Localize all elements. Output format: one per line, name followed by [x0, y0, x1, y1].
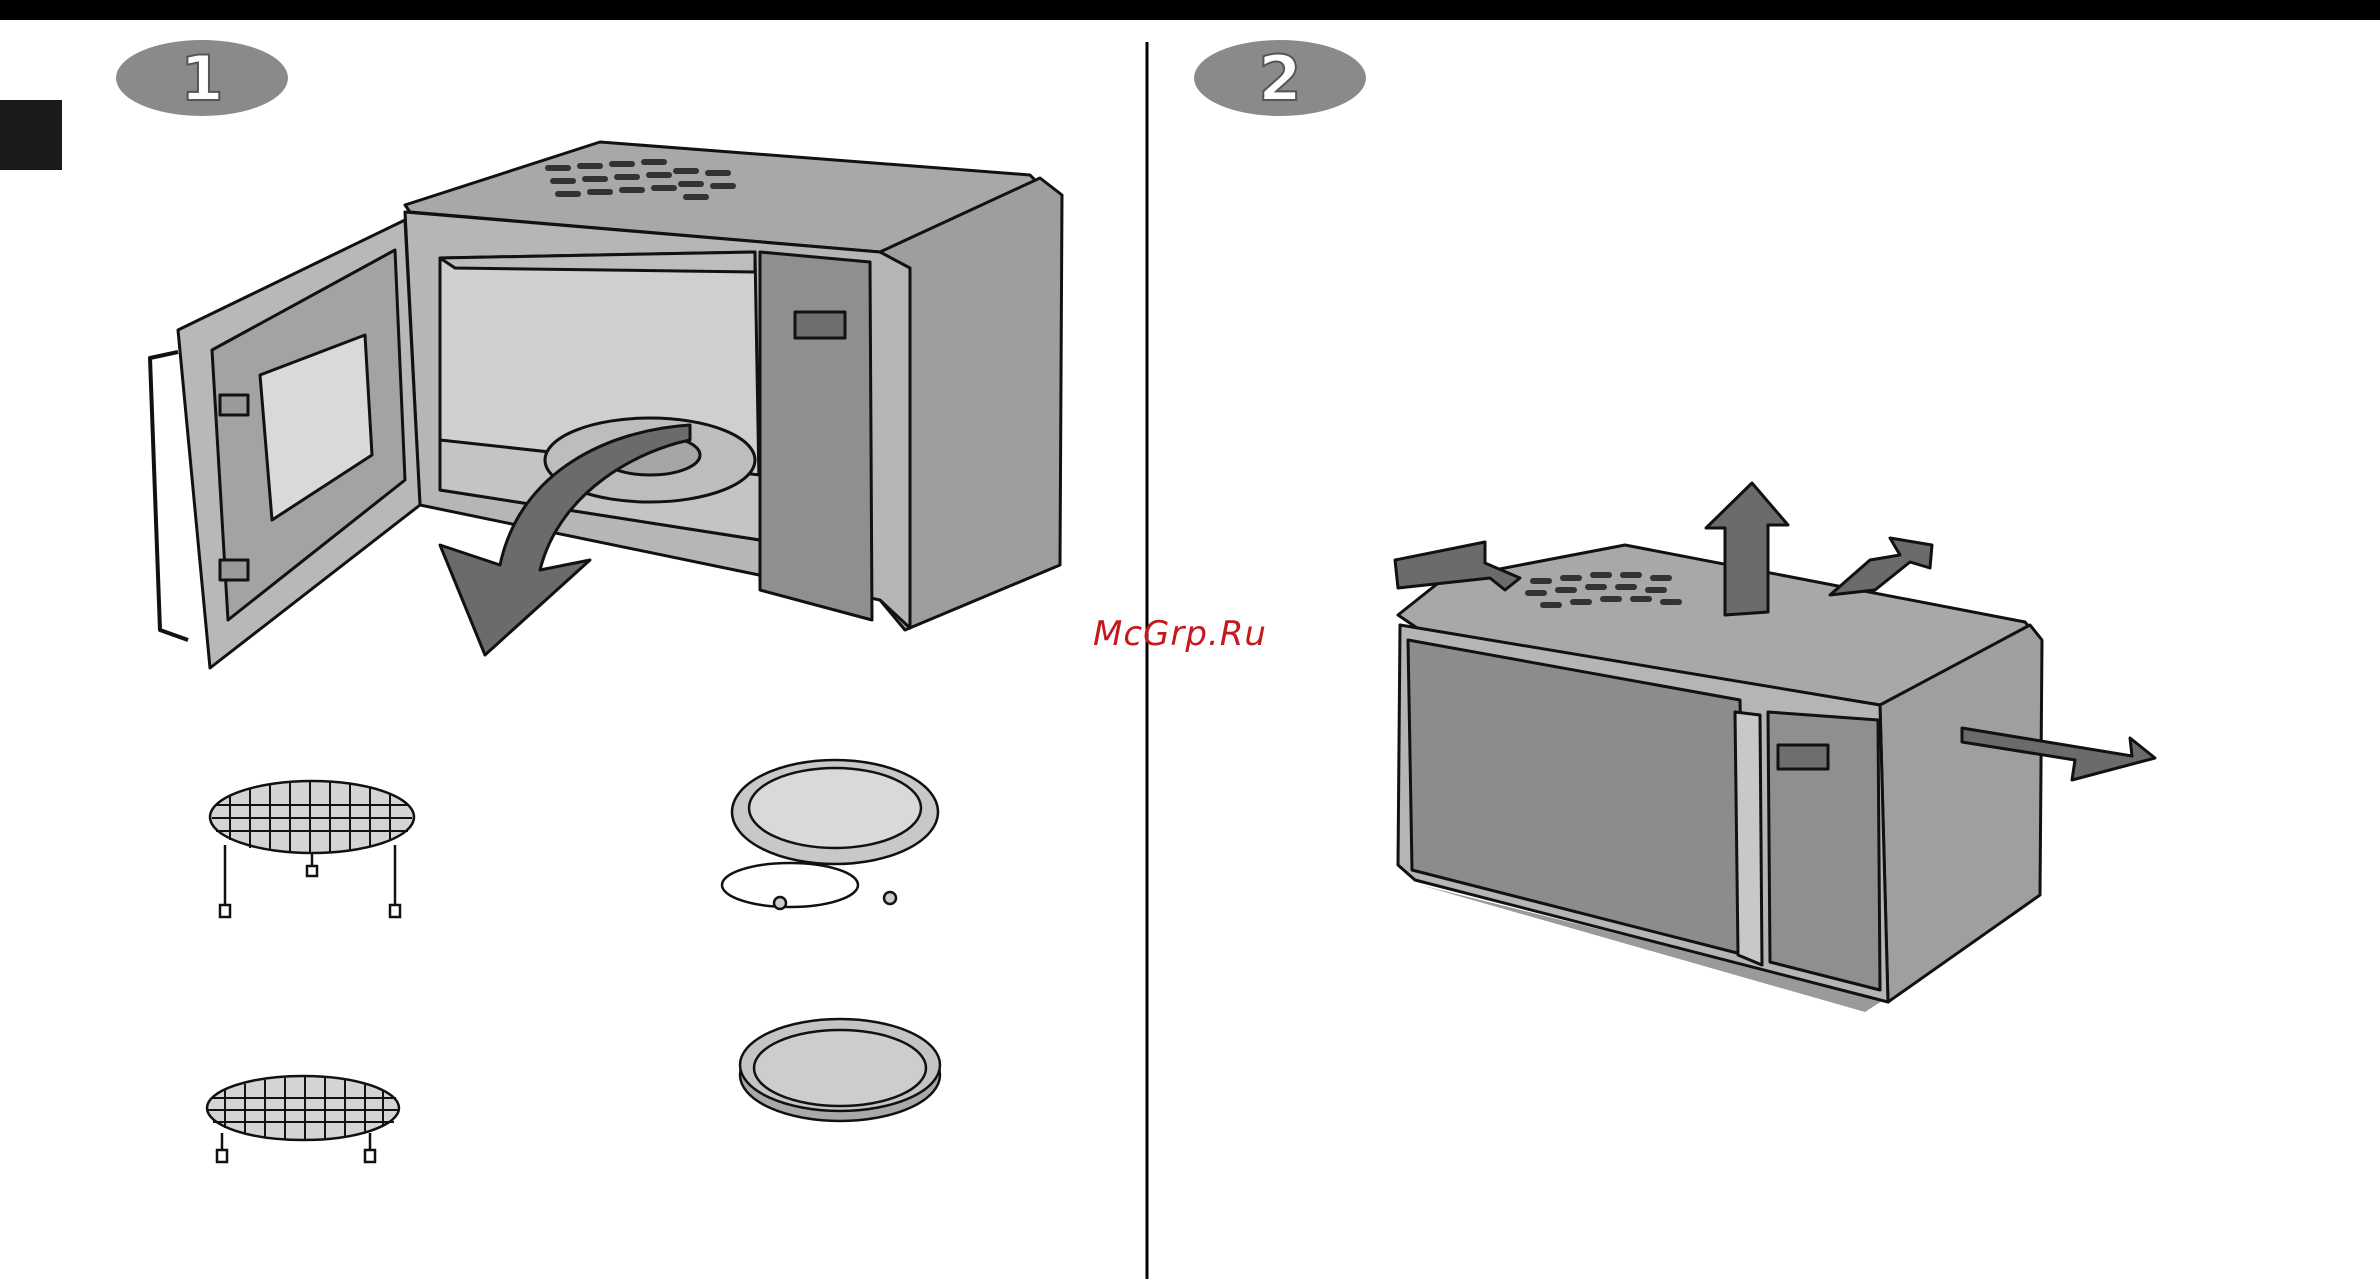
- open-microwave: [150, 142, 1062, 668]
- step-2-number: 2: [1258, 42, 1301, 115]
- step-1-badge: 1: [116, 40, 288, 116]
- tall-grill-rack: [210, 781, 414, 917]
- crisp-plate: [740, 1019, 940, 1121]
- closed-microwave: [1398, 545, 2045, 1012]
- top-bar: [0, 0, 2380, 20]
- turntable-with-roller-ring: [722, 760, 938, 909]
- clearance-arrow-back: [1830, 538, 1932, 595]
- short-grill-rack: [207, 1076, 399, 1162]
- watermark: McGrp.Ru: [1093, 614, 1267, 654]
- step-2-badge: 2: [1194, 40, 1366, 116]
- side-tab: [0, 100, 62, 170]
- clearance-arrow-left: [1395, 542, 1520, 590]
- step-1-number: 1: [180, 42, 223, 115]
